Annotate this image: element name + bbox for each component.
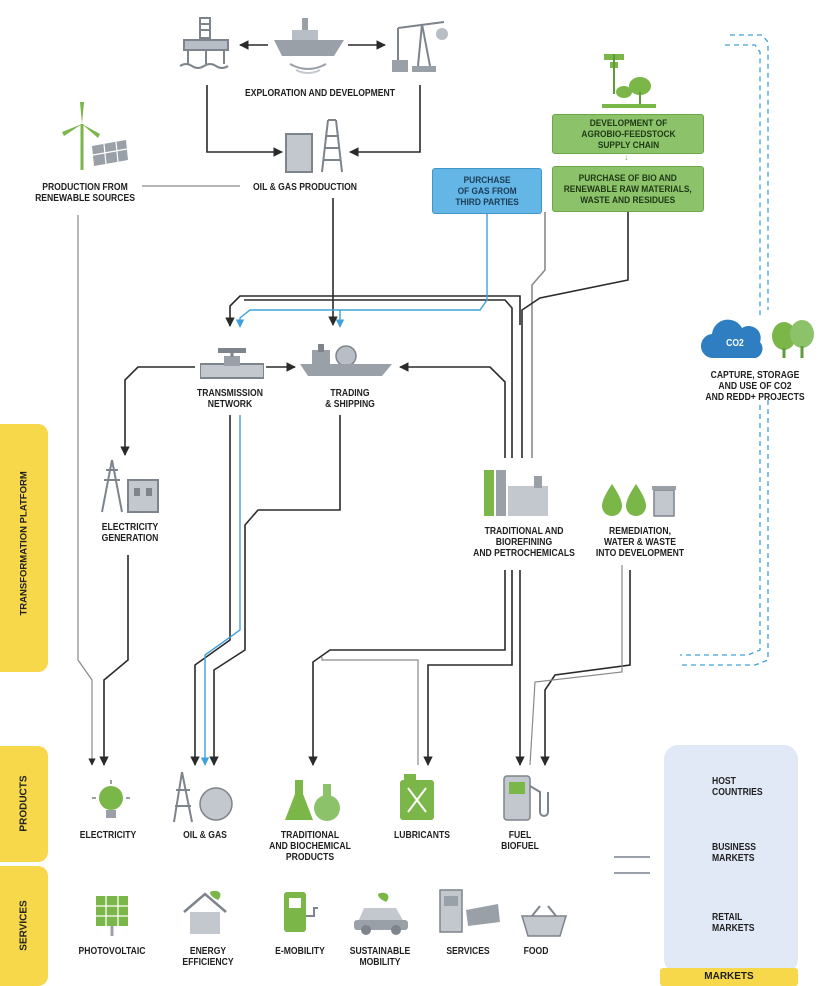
product-lubricants-label: LUBRICANTS xyxy=(394,830,450,841)
service-sustainable-mobility-label: SUSTAINABLE MOBILITY xyxy=(337,946,423,968)
light-bulb-icon xyxy=(92,780,130,818)
refinery-icon xyxy=(484,470,548,516)
agrobio-arrow: ↓ xyxy=(624,152,629,162)
purchase-gas-box: PURCHASE OF GAS FROM THIRD PARTIES xyxy=(432,168,542,214)
market-host-countries-label: HOST COUNTRIES xyxy=(712,776,781,798)
renewable-production-label: PRODUCTION FROM RENEWABLE SOURCES xyxy=(29,182,141,204)
markets-panel xyxy=(664,745,798,973)
remediation-text: REMEDIATION, WATER & WASTE INTO DEVELOPM… xyxy=(595,526,685,559)
product-fuel-text: FUEL BIOFUEL xyxy=(501,830,539,852)
product-fuel-label: FUEL BIOFUEL xyxy=(477,830,563,852)
purchase-bio-box: PURCHASE OF BIO AND RENEWABLE RAW MATERI… xyxy=(552,166,704,212)
basket-icon xyxy=(520,905,568,937)
service-photovoltaic-label: PHOTOVOLTAIC xyxy=(78,946,146,957)
transmission-label: TRANSMISSION NETWORK xyxy=(187,388,273,410)
refining-text: TRADITIONAL AND BIOREFINING AND PETROCHE… xyxy=(473,526,575,559)
efficient-house-icon xyxy=(183,890,227,934)
co2-badge: CO2 xyxy=(726,338,744,349)
purchase-gas-text: PURCHASE OF GAS FROM THIRD PARTIES xyxy=(455,174,519,208)
jerrycan-icon xyxy=(400,774,434,820)
fuel-pump-icon xyxy=(503,775,549,821)
exploration-label: EXPLORATION AND DEVELOPMENT xyxy=(244,88,396,99)
water-waste-icon xyxy=(602,484,676,517)
service-sustainable-mobility-text: SUSTAINABLE MOBILITY xyxy=(349,946,411,968)
service-energy-efficiency-text: ENERGY EFFICIENCY xyxy=(182,946,234,968)
trading-label: TRADING & SHIPPING xyxy=(307,388,393,410)
pipeline-valve-icon xyxy=(200,348,264,379)
ccs-text: CAPTURE, STORAGE AND USE OF CO2 AND REDD… xyxy=(705,370,805,403)
services-bar xyxy=(0,866,48,986)
renewable-production-text: PRODUCTION FROM RENEWABLE SOURCES xyxy=(35,182,135,204)
product-chemicals-text: TRADITIONAL AND BIOCHEMICAL PRODUCTS xyxy=(269,830,351,863)
product-oil-gas-label: OIL & GAS xyxy=(183,830,227,841)
market-business-text: BUSINESS MARKETS xyxy=(712,842,756,864)
markets-title: MARKETS xyxy=(660,968,798,986)
market-host-countries-text: HOST COUNTRIES xyxy=(712,776,763,798)
service-food-label: FOOD xyxy=(523,946,549,957)
solar-panel-icon xyxy=(96,896,128,936)
service-services-label: SERVICES xyxy=(446,946,490,957)
ev-charger-icon xyxy=(284,892,318,932)
products-label: PRODUCTS xyxy=(18,775,30,832)
electricity-generation-text: ELECTRICITY GENERATION xyxy=(101,522,159,544)
agrobio-text: DEVELOPMENT OF AGROBIO-FEEDSTOCK SUPPLY … xyxy=(580,117,676,151)
forest-icon xyxy=(772,320,814,358)
product-chemicals-label: TRADITIONAL AND BIOCHEMICAL PRODUCTS xyxy=(258,830,361,863)
services-station-icon xyxy=(439,889,500,933)
co2-cloud-icon xyxy=(700,319,763,359)
transformation-platform-label: TRANSFORMATION PLATFORM xyxy=(18,471,30,616)
market-retail-text: RETAIL MARKETS xyxy=(712,912,755,934)
transmission-text: TRANSMISSION NETWORK xyxy=(197,388,263,410)
survey-ship-icon xyxy=(274,18,344,74)
products-bar xyxy=(0,746,48,862)
electricity-generation-label: ELECTRICITY GENERATION xyxy=(87,522,173,544)
service-energy-efficiency-label: ENERGY EFFICIENCY xyxy=(165,946,251,968)
refining-label: TRADITIONAL AND BIOREFINING AND PETROCHE… xyxy=(464,526,584,559)
remediation-label: REMEDIATION, WATER & WASTE INTO DEVELOPM… xyxy=(588,526,691,559)
lng-tanker-icon xyxy=(300,344,392,376)
equals-sign xyxy=(614,856,650,874)
agrobio-box: DEVELOPMENT OF AGROBIO-FEEDSTOCK SUPPLY … xyxy=(552,114,704,154)
agrobio-trees-icon xyxy=(602,54,656,108)
market-business-label: BUSINESS MARKETS xyxy=(712,842,781,864)
purchase-bio-text: PURCHASE OF BIO AND RENEWABLE RAW MATERI… xyxy=(563,172,693,206)
oil-gas-production-label: OIL & GAS PRODUCTION xyxy=(252,182,358,193)
chemical-flask-icon xyxy=(285,780,340,821)
car-icon xyxy=(354,892,408,935)
oil-gas-production-icon xyxy=(285,119,343,173)
transformation-platform-bar xyxy=(0,424,48,672)
service-emobility-label: E-MOBILITY xyxy=(275,946,325,957)
product-electricity-label: ELECTRICITY xyxy=(79,830,137,841)
power-plant-icon xyxy=(101,459,159,513)
pump-jack-icon xyxy=(392,21,448,72)
services-label: SERVICES xyxy=(18,900,30,951)
offshore-rig-icon xyxy=(179,17,229,69)
trading-text: TRADING & SHIPPING xyxy=(325,388,375,410)
ccs-label: CAPTURE, STORAGE AND USE OF CO2 AND REDD… xyxy=(699,370,811,403)
wind-solar-icon xyxy=(62,102,128,170)
market-retail-label: RETAIL MARKETS xyxy=(712,912,781,934)
oil-gas-icon xyxy=(173,771,233,823)
